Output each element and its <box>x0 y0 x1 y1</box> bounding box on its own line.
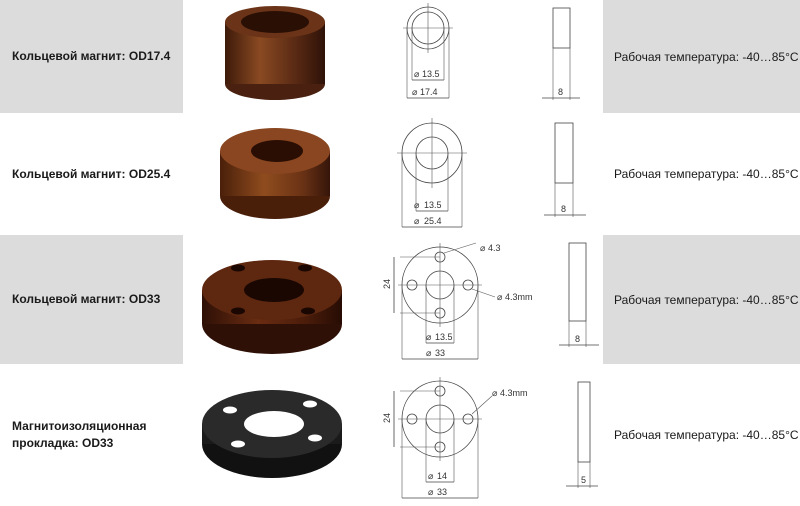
dim-inner: 13.5 <box>435 332 453 342</box>
svg-text:⌀: ⌀ <box>414 216 420 226</box>
product-name: Кольцевой магнит: OD25.4 <box>12 166 171 181</box>
svg-text:⌀: ⌀ <box>412 87 418 97</box>
dim-outer: 17.4 <box>420 87 438 97</box>
dim-thickness: 8 <box>561 204 566 214</box>
dim-outer: 33 <box>437 487 447 497</box>
operating-temp: Рабочая температура: -40…85°С <box>614 167 799 181</box>
svg-text:⌀: ⌀ <box>426 348 432 358</box>
product-name-cell: Кольцевой магнит: OD25.4 <box>0 113 183 235</box>
ring-magnet-od25-top-drawing: ⌀ 13.5 ⌀ 25.4 <box>397 118 467 228</box>
ring-magnet-od25-image <box>220 128 330 219</box>
dim-hole-pcd: 4.3mm <box>505 292 533 302</box>
svg-text:⌀: ⌀ <box>428 487 434 497</box>
dim-pitch: 24 <box>382 413 392 423</box>
ring-magnet-od17-side-drawing: 8 <box>542 7 580 100</box>
dim-inner: 13.5 <box>422 69 440 79</box>
isolation-spacer-od33-side-drawing: 5 <box>566 381 598 488</box>
temp-cell: Рабочая температура: -40…85°С <box>603 364 800 506</box>
dim-outer: 33 <box>435 348 445 358</box>
temp-cell: Рабочая температура: -40…85°С <box>603 113 800 235</box>
svg-text:⌀: ⌀ <box>414 69 420 79</box>
svg-text:⌀: ⌀ <box>492 388 498 398</box>
product-name: Магнитоизоляционная прокладка: OD33 <box>12 419 147 450</box>
temp-cell: Рабочая температура: -40…85°С <box>603 0 800 113</box>
isolation-spacer-od33-top-drawing: 24 ⌀ 4.3mm ⌀ 14 ⌀ 33 <box>382 377 528 499</box>
product-row-spacer-od33: Магнитоизоляционная прокладка: OD33 24 ⌀… <box>0 364 800 506</box>
operating-temp: Рабочая температура: -40…85°С <box>614 428 799 442</box>
svg-text:⌀: ⌀ <box>414 200 420 210</box>
product-name: Кольцевой магнит: OD33 <box>12 292 161 306</box>
dim-thickness: 8 <box>575 334 580 344</box>
isolation-spacer-od33-image <box>202 390 342 478</box>
ring-magnet-od25-side-drawing: 8 <box>544 122 586 217</box>
product-name-cell: Магнитоизоляционная прокладка: OD33 <box>0 364 183 506</box>
svg-text:⌀: ⌀ <box>426 332 432 342</box>
operating-temp: Рабочая температура: -40…85°С <box>614 292 799 307</box>
dim-thickness: 5 <box>581 475 586 485</box>
svg-text:⌀: ⌀ <box>428 471 434 481</box>
product-row-od33: Кольцевой магнит: OD33 24 ⌀ 4 <box>0 235 800 364</box>
svg-text:⌀: ⌀ <box>497 292 503 302</box>
ring-magnet-od17-top-drawing: ⌀ 13.5 ⌀ 17.4 <box>403 3 453 99</box>
operating-temp: Рабочая температура: -40…85°С <box>614 49 799 64</box>
dim-inner: 13.5 <box>424 200 442 210</box>
ring-magnet-od33-side-drawing: 8 <box>559 242 599 347</box>
dim-inner: 14 <box>437 471 447 481</box>
temp-cell: Рабочая температура: -40…85°С <box>603 235 800 364</box>
dim-hole-pcd: 4.3mm <box>500 388 528 398</box>
product-name-cell: Кольцевой магнит: OD17.4 <box>0 0 183 113</box>
dim-outer: 25.4 <box>424 216 442 226</box>
product-row-od17: Кольцевой магнит: OD17.4 ⌀ 13.5 ⌀ 17.4 <box>0 0 800 113</box>
dim-thickness: 8 <box>558 87 563 97</box>
svg-text:⌀: ⌀ <box>480 243 486 253</box>
ring-magnet-od33-image <box>202 260 342 354</box>
ring-magnet-od17-image <box>225 6 325 100</box>
dim-pitch: 24 <box>382 279 392 289</box>
product-name: Кольцевой магнит: OD17.4 <box>12 49 171 63</box>
ring-magnet-od33-top-drawing: 24 ⌀ 4.3 ⌀ 4.3mm ⌀ 13.5 ⌀ 33 <box>382 242 533 360</box>
dim-hole: 4.3 <box>488 243 501 253</box>
product-name-cell: Кольцевой магнит: OD33 <box>0 235 183 364</box>
product-row-od25: Кольцевой магнит: OD25.4 ⌀ 13.5 ⌀ 25.4 <box>0 113 800 235</box>
